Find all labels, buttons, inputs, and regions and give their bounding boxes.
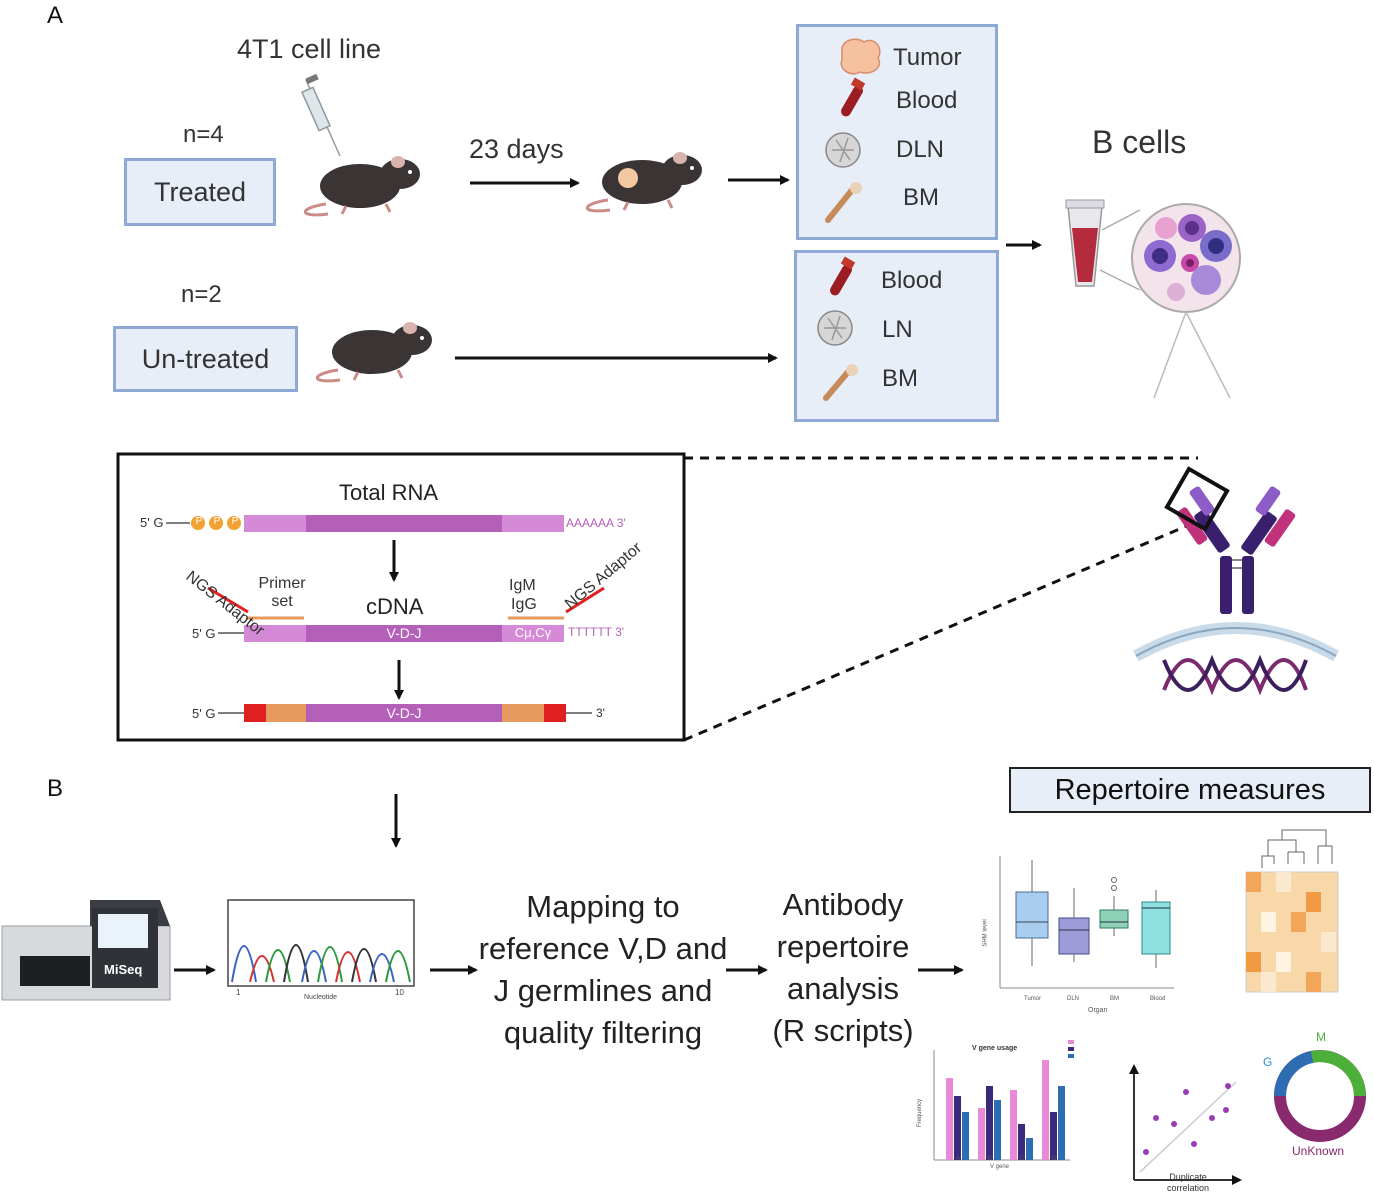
trace-tick-end: 10 — [395, 988, 404, 997]
vgene-xlabel: V gene — [990, 1164, 1010, 1170]
primer-set-label: Primer set — [258, 575, 306, 610]
antibody-icon — [1133, 466, 1339, 696]
panel-letter-b: B — [47, 775, 64, 802]
tissue-label-tumor: Tumor — [893, 44, 962, 71]
constant-region-label: Cμ,Cγ — [514, 625, 552, 640]
boxplot-cat-blood: Blood — [1150, 996, 1166, 1002]
bone-icon-untreated — [823, 364, 858, 401]
repertoire-measures-box: Repertoire measures — [1009, 767, 1371, 813]
treated-label: Treated — [153, 176, 247, 207]
analysis-line-1: Antibody — [782, 887, 904, 922]
phosphate-2: P — [213, 516, 221, 527]
panel-letter-a: A — [47, 2, 64, 29]
mouse-icon — [303, 156, 420, 217]
rna-strand — [166, 515, 564, 532]
panel-a-graphics — [116, 38, 1339, 742]
mapping-step-text: Mapping to reference V,D and J germlines… — [470, 886, 736, 1054]
vgene-cat-b: B — [988, 1156, 993, 1162]
donut-chart — [1274, 1050, 1366, 1142]
tissue-label-bm: BM — [903, 184, 939, 211]
boxplot-cat-dln: DLN — [1067, 996, 1080, 1002]
poly-a-label: AAAAAA 3' — [566, 516, 626, 530]
boxplot-cat-tumor: Tumor — [1024, 996, 1042, 1002]
boxplot-xlabel: Organ — [1088, 1007, 1108, 1014]
library-vdj-label: V-D-J — [386, 705, 422, 721]
untreated-tissue-label-blood: Blood — [881, 267, 943, 294]
phosphate-3: P — [231, 516, 239, 527]
cdna-vdj-label: V-D-J — [386, 625, 422, 641]
bone-icon — [825, 182, 862, 223]
donut-label-unknown: UnKnown — [1292, 1144, 1345, 1158]
panel-b-graphics — [1, 794, 1366, 1185]
poly-t-label: TTTTTT 3' — [568, 625, 625, 639]
scatter-xlabel: Duplicate correlation — [1166, 1172, 1210, 1193]
vgene-ylabel: Frequency — [917, 1098, 924, 1128]
cdna-strand — [207, 586, 605, 642]
boxplot-ylabel: SHM level — [982, 919, 989, 947]
untreated-tissue-label-bm: BM — [882, 365, 918, 392]
vgene-bar-chart — [933, 1040, 1074, 1161]
mapping-line-1: Mapping to — [526, 889, 680, 924]
vgene-cat-d: D — [1052, 1156, 1057, 1162]
mapping-line-3: J germlines and — [493, 973, 713, 1008]
trace-axis-label: Nucleotide — [304, 994, 338, 1001]
igg-label: IgG — [511, 596, 537, 613]
zoom-dash-bottom — [683, 520, 1197, 742]
analysis-line-4: (R scripts) — [772, 1013, 914, 1048]
boxplot-cat-bm: BM — [1110, 996, 1119, 1002]
untreated-n-label: n=2 — [181, 281, 222, 308]
donut-label-g: G — [1263, 1055, 1273, 1069]
five-prime-g-label: 5' G — [140, 515, 164, 530]
treated-tissue-box — [796, 24, 998, 240]
chromatogram — [227, 899, 415, 987]
cdna-five-prime-label: 5' G — [192, 626, 216, 641]
untreated-tissue-label-ln: LN — [882, 316, 913, 343]
mouse-untreated-icon — [315, 322, 432, 383]
untreated-box: Un-treated — [113, 326, 298, 392]
scatter-chart — [1129, 1064, 1242, 1185]
b-cells-label: B cells — [1092, 124, 1187, 160]
rna-box — [116, 452, 686, 742]
tissue-label-dln: DLN — [896, 136, 945, 163]
cell-line-label: 4T1 cell line — [237, 34, 382, 64]
cdna-label: cDNA — [366, 594, 424, 619]
analysis-line-2: repertoire — [776, 929, 910, 964]
analysis-step-text: Antibody repertoire analysis (R scripts) — [760, 884, 926, 1052]
heatmap-chart — [1245, 829, 1339, 993]
sample-tube-icon — [1065, 199, 1141, 291]
miseq-instrument-icon — [1, 900, 171, 1001]
blood-tube-icon — [841, 77, 866, 117]
donut-label-m: M — [1316, 1030, 1326, 1044]
days-label: 23 days — [469, 134, 564, 164]
untreated-label: Un-treated — [141, 343, 270, 374]
tissue-label-blood: Blood — [896, 87, 958, 114]
lymph-node-icon — [825, 132, 861, 168]
vgene-cat-a: A — [956, 1156, 961, 1162]
repertoire-measures-title: Repertoire measures — [1054, 773, 1326, 806]
lymph-node-icon-untreated — [817, 310, 853, 346]
treated-box: Treated — [124, 158, 276, 226]
tumor-icon — [840, 38, 881, 75]
mouse-tumor-icon — [585, 152, 702, 213]
b-cells-magnified-icon — [1131, 203, 1241, 399]
treated-n-label: n=4 — [183, 121, 224, 148]
mapping-line-2: reference V,D and — [478, 931, 728, 966]
igm-label: IgM — [509, 577, 536, 594]
trace-tick-start: 1 — [236, 988, 241, 997]
vgene-cat-c: C — [1020, 1156, 1025, 1162]
vgene-title: V gene usage — [972, 1045, 1018, 1052]
total-rna-label: Total RNA — [339, 480, 439, 505]
miseq-label: MiSeq — [104, 962, 143, 977]
library-three-prime-label: 3' — [596, 706, 605, 720]
syringe-icon — [300, 73, 341, 157]
library-strand — [218, 704, 592, 722]
analysis-line-3: analysis — [787, 971, 899, 1006]
library-five-prime-label: 5' G — [192, 706, 216, 721]
boxplot-chart — [999, 856, 1174, 989]
phosphate-1: P — [195, 516, 203, 527]
blood-tube-icon-untreated — [830, 256, 856, 296]
mapping-line-4: quality filtering — [503, 1015, 703, 1050]
